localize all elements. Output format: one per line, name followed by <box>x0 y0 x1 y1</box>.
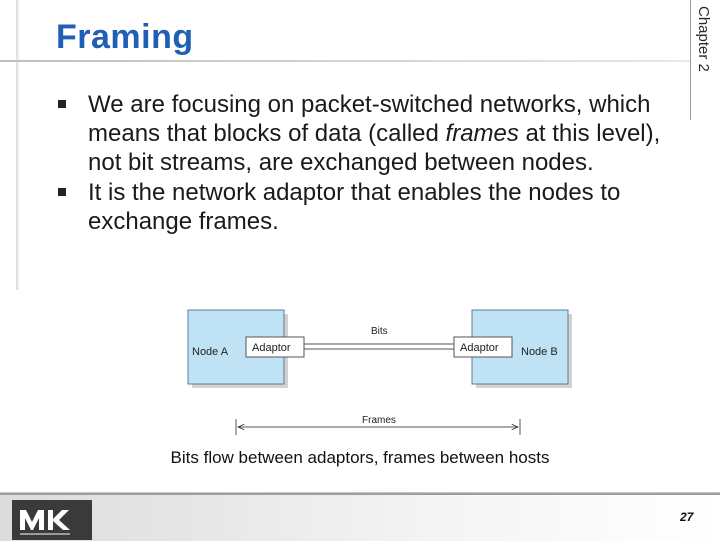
bullet-list: We are focusing on packet-switched netwo… <box>58 90 668 237</box>
adaptor-right-box <box>453 336 513 358</box>
left-accent-line <box>16 0 20 290</box>
bullet-item: We are focusing on packet-switched netwo… <box>58 90 668 177</box>
bullet-text-part: at this level), not bit streams, are exc… <box>88 120 661 176</box>
bullet-text-italic: frames <box>445 120 519 147</box>
node-b-label: Node B <box>521 346 558 358</box>
frames-label: Frames <box>362 415 396 426</box>
chapter-tab <box>690 0 720 120</box>
adaptor-right-label: Adaptor <box>460 342 499 354</box>
bullet-text-part: We are focusing on packet-switched netwo… <box>88 91 651 147</box>
network-diagram: Node A Adaptor Bits Node B Adaptor Frame… <box>187 309 572 435</box>
adaptor-left-box <box>245 336 305 358</box>
bullet-marker-icon <box>58 188 66 196</box>
page-number: 27 <box>680 510 694 524</box>
footer-rule <box>0 493 720 495</box>
adaptor-left-label: Adaptor <box>252 342 291 354</box>
title-underline <box>0 60 690 62</box>
diagram-caption: Bits flow between adaptors, frames betwe… <box>170 448 550 467</box>
bullet-text: We are focusing on packet-switched netwo… <box>88 91 660 176</box>
footer-bar <box>0 492 720 541</box>
bullet-text: It is the network adaptor that enables t… <box>88 179 621 235</box>
bits-label: Bits <box>371 326 388 337</box>
mk-logo-icon <box>12 500 92 540</box>
chapter-label: Chapter 2 <box>695 6 712 72</box>
publisher-logo-icon <box>12 500 92 540</box>
node-a-label: Node A <box>192 346 229 358</box>
slide-title: Framing <box>56 18 194 56</box>
bullet-marker-icon <box>58 100 66 108</box>
bullet-item: It is the network adaptor that enables t… <box>58 178 668 236</box>
